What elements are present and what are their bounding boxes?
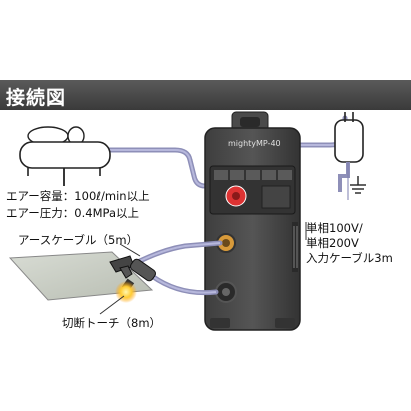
- earth-cable-label: アースケーブル（5m）: [18, 233, 139, 247]
- brand-label: mighty: [228, 139, 257, 148]
- page-title: 接続図: [6, 87, 67, 109]
- power-spec-line2: 単相200V: [306, 236, 359, 250]
- air-compressor-icon: [19, 126, 111, 186]
- air-volume-label: エアー容量：100ℓ/min以上: [6, 189, 150, 203]
- spark-icon: [115, 281, 137, 303]
- power-spec-line1: 単相100V/: [306, 221, 363, 235]
- power-spec-line3: 入力ケーブル3m: [306, 251, 393, 265]
- cutting-torch-icon: [115, 258, 157, 303]
- model-label: MP-40: [256, 139, 281, 148]
- power-plug-icon: [334, 112, 366, 200]
- earth-clamp-icon: [109, 255, 135, 279]
- header-bar: 接続図: [0, 80, 411, 110]
- torch-label: 切断トーチ（8m）: [62, 316, 162, 330]
- plasma-cutter-machine: [204, 111, 301, 331]
- air-pressure-label: エアー圧力：0.4MPa以上: [6, 206, 139, 220]
